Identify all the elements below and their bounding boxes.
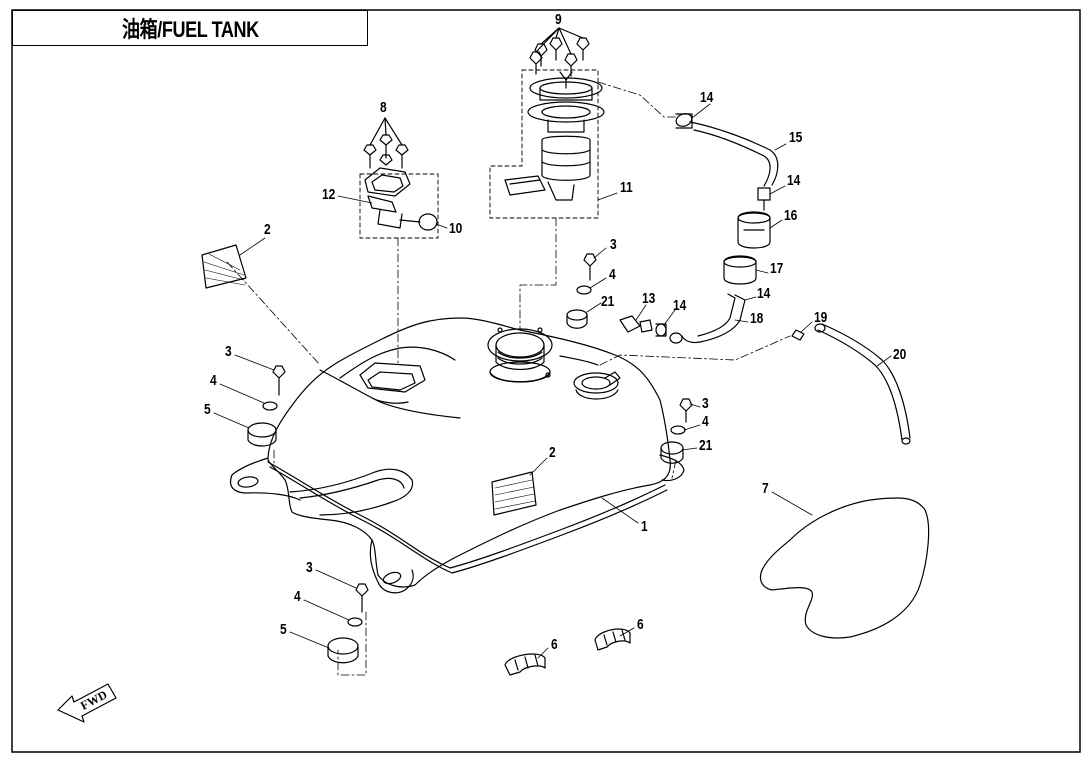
callout-3: 3	[610, 236, 617, 253]
callout-3: 3	[306, 559, 313, 576]
callout-8: 8	[380, 99, 387, 116]
heat-shield-pad	[759, 497, 930, 639]
label-plate-center	[491, 471, 537, 516]
callout-18: 18	[750, 310, 764, 327]
callout-3: 3	[702, 395, 709, 412]
callout-1: 1	[641, 518, 648, 535]
callout-4: 4	[210, 372, 217, 389]
leader-lines	[213, 103, 892, 659]
callout-4: 4	[702, 413, 709, 430]
callout-20: 20	[893, 346, 907, 363]
label-plate-left	[201, 244, 247, 289]
callout-4: 4	[609, 266, 616, 283]
callout-14: 14	[757, 285, 771, 302]
callout-12: 12	[322, 186, 336, 203]
mount-stack-upper-center	[566, 253, 597, 329]
mount-stack-right	[660, 398, 693, 464]
callout-6: 6	[637, 616, 644, 633]
mount-stack-bottom	[327, 583, 369, 664]
vent-hose	[791, 323, 911, 445]
callout-14: 14	[700, 89, 714, 106]
callout-7: 7	[762, 480, 769, 497]
diagram-title-box: 油箱/FUEL TANK	[12, 10, 368, 46]
callout-5: 5	[280, 621, 287, 638]
callout-15: 15	[789, 129, 803, 146]
callout-9: 9	[555, 11, 562, 28]
callout-5: 5	[204, 401, 211, 418]
bolts-8	[363, 117, 409, 169]
callout-6: 6	[551, 636, 558, 653]
hose-clip-left	[504, 653, 546, 676]
mount-stack-left	[247, 365, 286, 447]
callout-19: 19	[814, 309, 828, 326]
assembly-guides	[226, 81, 791, 676]
callout-2: 2	[264, 221, 271, 238]
callout-11: 11	[620, 179, 633, 196]
bolts-9	[529, 27, 590, 77]
diagram-title: 油箱/FUEL TANK	[121, 17, 259, 42]
callout-3: 3	[225, 343, 232, 360]
callout-21: 21	[699, 437, 713, 454]
pump-group-outline	[489, 69, 599, 219]
hose-clip-right	[594, 628, 631, 651]
fuel-hose-assembly	[619, 113, 779, 344]
callout-14: 14	[787, 172, 801, 189]
fwd-arrow-icon	[57, 683, 117, 723]
callout-16: 16	[784, 207, 798, 224]
callout-21: 21	[601, 293, 615, 310]
callout-10: 10	[449, 220, 463, 237]
callout-13: 13	[642, 290, 656, 307]
callout-17: 17	[770, 260, 784, 277]
callout-2: 2	[549, 444, 556, 461]
fuel-pump-assembly	[504, 71, 605, 201]
fuel-sender-unit	[364, 167, 438, 231]
diagram-frame	[11, 9, 1081, 753]
callout-4: 4	[294, 588, 301, 605]
fuel-tank	[229, 317, 685, 594]
sender-group-outline	[359, 173, 439, 239]
callout-14: 14	[673, 297, 687, 314]
